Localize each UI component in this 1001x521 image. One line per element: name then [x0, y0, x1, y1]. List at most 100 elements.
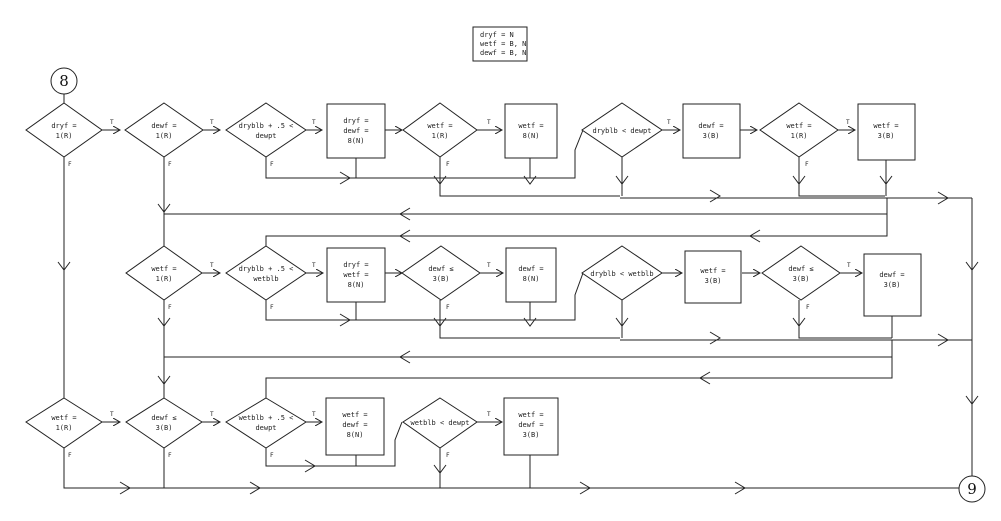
f-label: F	[168, 304, 172, 311]
connector-lines	[57, 94, 979, 495]
row2-b4-line2: 3(B)	[884, 281, 901, 289]
row3-box-set-wetf-dewf: wetf = dewf = 8(N)	[325, 397, 385, 456]
row3-d3-line1: wetblb + .5 <	[239, 414, 294, 422]
t-label: T	[210, 119, 214, 126]
t-label: T	[846, 119, 850, 126]
row2-b2-line1: dewf =	[518, 265, 543, 273]
f-label: F	[68, 452, 72, 459]
f-label: F	[270, 452, 274, 459]
row2-decision-dewf-le: dewf ≤ 3(B) T F	[401, 245, 491, 311]
t-label: T	[110, 119, 114, 126]
row3-d2-line1: dewf ≤	[151, 414, 176, 422]
row2-d2-line1: dryblb + .5 <	[239, 265, 294, 273]
row3-decision-dewf-le: dewf ≤ 3(B) T F	[125, 397, 214, 459]
row1-d4-line2: 1(R)	[432, 132, 449, 140]
row2-d2-line2: wetblb	[253, 275, 278, 283]
row2-b1-line3: 8(N)	[348, 281, 365, 289]
row3-b1-line3: 8(N)	[347, 431, 364, 439]
row3-d1-line1: wetf =	[51, 414, 76, 422]
row1-d2-line2: 1(R)	[156, 132, 173, 140]
row1-b2-line2: 8(N)	[523, 132, 540, 140]
row3-d3-line2: dewpt	[255, 424, 276, 432]
row1-decision-wetf-2: wetf = 1(R) T F	[759, 102, 850, 168]
row1-b4-line1: wetf =	[873, 122, 898, 130]
row2-box-set-wetf: wetf = 3(B)	[684, 250, 742, 304]
t-label: T	[210, 411, 214, 418]
row2-b2-line2: 8(N)	[523, 275, 540, 283]
row3-d2-line2: 3(B)	[156, 424, 173, 432]
row2-decision-wetf: wetf = 1(R) T F	[125, 245, 214, 311]
row1-decision-dryblb-dewpt: dryblb + .5 < dewpt T F	[225, 102, 316, 168]
row1-d1-line2: 1(R)	[56, 132, 73, 140]
end-connector-label: 9	[967, 480, 977, 498]
f-label: F	[806, 304, 810, 311]
row2-d1-line2: 1(R)	[156, 275, 173, 283]
f-label: F	[270, 304, 274, 311]
f-label: F	[270, 161, 274, 168]
legend-line-3: dewf = B, N	[480, 49, 526, 57]
legend-box: dryf = N wetf = B, N dewf = B, N	[472, 26, 528, 62]
t-label: T	[110, 411, 114, 418]
row2-d3-line2: 3(B)	[433, 275, 450, 283]
row1-box-set-wetf: wetf = 8(N)	[504, 103, 558, 159]
row1-d2-line1: dewf =	[151, 122, 176, 130]
row1-d4-line1: wetf =	[427, 122, 452, 130]
row1-d6-line1: wetf =	[786, 122, 811, 130]
row1-d1-line1: dryf =	[51, 122, 76, 130]
row2-box-set-dewf-3: dewf = 3(B)	[863, 253, 922, 317]
row3-decision-wetf: wetf = 1(R) T F	[25, 397, 114, 459]
row2-b1-line2: wetf =	[343, 271, 368, 279]
row2-box-set-dryf-wetf: dryf = wetf = 8(N)	[326, 247, 386, 303]
row2-b4-line1: dewf =	[879, 271, 904, 279]
row1-box-set-dewf: dewf = 3(B)	[682, 103, 741, 159]
row3-b2-line2: dewf =	[518, 421, 543, 429]
legend-line-1: dryf = N	[480, 31, 514, 39]
row2-b3-line1: wetf =	[700, 267, 725, 275]
end-connector: 9	[958, 475, 986, 503]
row1-box-set-dryf-dewf: dryf = dewf = 8(N)	[326, 103, 386, 159]
row2-decision-dryblb-wetblb: dryblb + .5 < wetblb T F	[225, 245, 316, 311]
row3-d1-line2: 1(R)	[56, 424, 73, 432]
row3-b2-line1: wetf =	[518, 411, 543, 419]
f-label: F	[68, 161, 72, 168]
row1-b3-line2: 3(B)	[703, 132, 720, 140]
row2-d5-line2: 3(B)	[793, 275, 810, 283]
row1-box-set-wetf-3: wetf = 3(B)	[857, 103, 916, 161]
row2-box-set-dewf: dewf = 8(N)	[505, 247, 557, 303]
row1-d6-line2: 1(R)	[791, 132, 808, 140]
f-label: F	[446, 304, 450, 311]
row2-d3-line1: dewf ≤	[428, 265, 453, 273]
row1-b1-line1: dryf =	[343, 117, 368, 125]
row1-b4-line2: 3(B)	[878, 132, 895, 140]
row1-d3-line1: dryblb + .5 <	[239, 122, 294, 130]
t-label: T	[210, 262, 214, 269]
row2-decision-dryblb-lt-wetblb: dryblb < wetblb	[581, 245, 663, 301]
row1-d3-line2: dewpt	[255, 132, 276, 140]
t-label: T	[667, 119, 671, 126]
t-label: T	[487, 411, 491, 418]
t-label: T	[312, 119, 316, 126]
t-label: T	[847, 262, 851, 269]
f-label: F	[446, 452, 450, 459]
row3-decision-wetblb-lt-dewpt: wetblb < dewpt T F	[402, 397, 491, 459]
row3-decision-wetblb-dewpt: wetblb + .5 < dewpt T F	[225, 397, 316, 459]
t-label: T	[312, 262, 316, 269]
t-label: T	[487, 119, 491, 126]
t-label: T	[312, 411, 316, 418]
row3-d4-line1: wetblb < dewpt	[410, 419, 469, 427]
row2-d1-line1: wetf =	[151, 265, 176, 273]
row2-d4-line1: dryblb < wetblb	[590, 270, 653, 278]
row1-decision-dewf: dewf = 1(R) T F	[124, 102, 214, 168]
row3-b1-line1: wetf =	[342, 411, 367, 419]
t-label: T	[487, 262, 491, 269]
start-connector-label: 8	[59, 72, 69, 90]
f-label: F	[168, 161, 172, 168]
row1-decision-dryf: dryf = 1(R) T F	[25, 102, 114, 168]
row1-decision-wetf: wetf = 1(R) T F	[402, 102, 491, 168]
row1-b2-line1: wetf =	[518, 122, 543, 130]
f-label: F	[168, 452, 172, 459]
f-label: F	[446, 161, 450, 168]
row2-d5-line1: dewf ≤	[788, 265, 813, 273]
row1-b1-line2: dewf =	[343, 127, 368, 135]
